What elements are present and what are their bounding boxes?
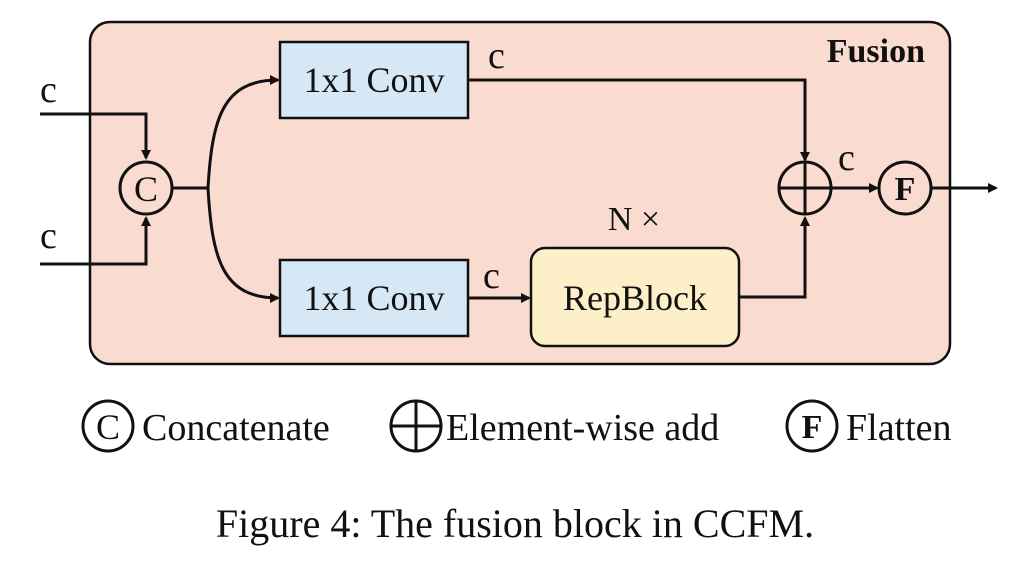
- conv-bottom-box: [278, 258, 470, 338]
- legend-concat-icon: C: [81, 399, 135, 453]
- branch-bottom-curve: [206, 187, 280, 303]
- legend-add-icon: [389, 399, 443, 453]
- repblock-to-add-line: [739, 216, 810, 299]
- input-bottom-label: c: [40, 215, 57, 257]
- conv-bottom-out-label: c: [483, 255, 500, 297]
- conv-top-label: 1x1 Conv: [303, 60, 444, 100]
- add-out-label: c: [838, 137, 855, 179]
- legend-flatten-label: Flatten: [846, 407, 952, 449]
- repblock-label: RepBlock: [563, 278, 707, 318]
- legend-flatten-symbol: F: [802, 409, 823, 446]
- conv-top-to-add-line: [468, 78, 810, 162]
- figure-caption: Figure 4: The fusion block in CCFM.: [215, 501, 815, 546]
- input-bottom-line: [40, 216, 151, 266]
- concat-node: C: [118, 160, 174, 216]
- branch-top-curve: [206, 75, 280, 189]
- legend-flatten-icon: F: [785, 399, 839, 453]
- legend-add-label: Element-wise add: [446, 407, 719, 449]
- repeat-label: N ×: [608, 201, 660, 238]
- conv-top-out-label: c: [488, 35, 505, 77]
- input-top-line: [40, 112, 151, 160]
- flatten-node: F: [877, 160, 933, 216]
- add-node: [777, 160, 833, 216]
- conv-bottom-label: 1x1 Conv: [303, 278, 444, 318]
- input-top-label: c: [40, 69, 57, 111]
- conv-top-box: [278, 40, 470, 120]
- fusion-title: Fusion: [827, 33, 925, 70]
- legend-concat-label: Concatenate: [142, 407, 330, 449]
- legend-concat-symbol: C: [96, 407, 120, 447]
- legend: C Concatenate Element-wise add F Flatten: [81, 399, 952, 453]
- concat-node-symbol: C: [134, 169, 158, 209]
- flatten-node-symbol: F: [895, 171, 916, 208]
